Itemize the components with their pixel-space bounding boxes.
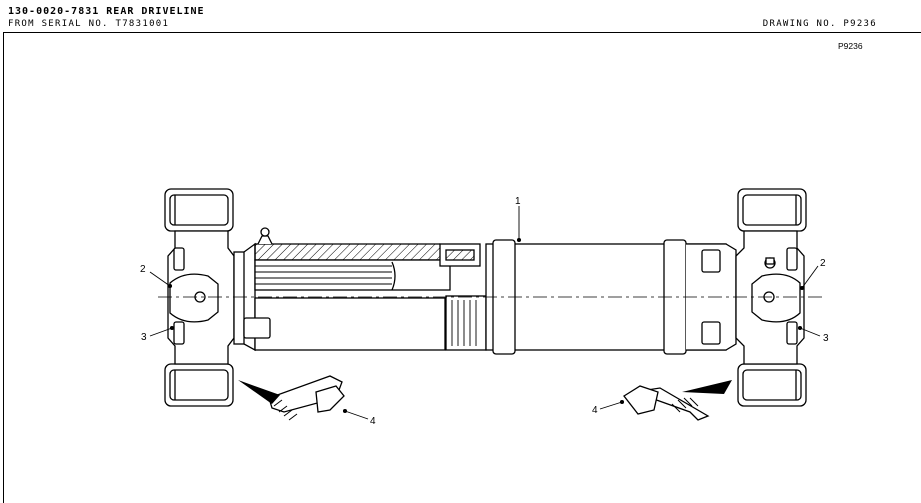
drawing-number: DRAWING NO. P9236 [762, 19, 877, 29]
slip-yoke-assembly [243, 227, 487, 351]
drawing-title: 130-0020-7831 REAR DRIVELINE [8, 6, 205, 17]
serial-range: FROM SERIAL NO. T7831001 [8, 19, 170, 29]
view-arrow-right [682, 380, 732, 394]
figure-id: P9236 [838, 41, 863, 51]
right-universal-joint [701, 188, 807, 407]
callout-cross-right: 2 [820, 258, 826, 269]
view-arrow-left [238, 380, 280, 404]
callout-bolt-right: 4 [592, 405, 598, 416]
callout-cross-left: 2 [140, 264, 146, 275]
callout-shaft: 1 [515, 196, 521, 207]
drawing-frame [3, 32, 921, 503]
left-universal-joint [164, 188, 256, 407]
callout-bearing-left: 3 [141, 332, 147, 343]
callout-bearing-right: 3 [823, 333, 829, 344]
bolt-right [623, 385, 710, 421]
callout-bolt-left: 4 [370, 416, 376, 427]
bolt-left [268, 375, 345, 421]
